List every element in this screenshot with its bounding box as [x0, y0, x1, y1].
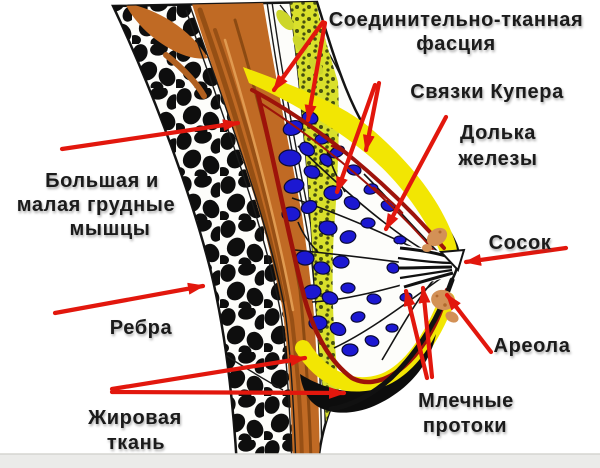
cooper-ligament-dash	[372, 186, 404, 215]
muscle-patch-top	[125, 3, 208, 59]
lobule	[303, 165, 321, 179]
lobule	[340, 282, 356, 294]
lobule	[329, 321, 347, 337]
lobule	[332, 255, 350, 269]
arrow-muscles	[59, 119, 241, 152]
diagram-labels: Соединительно-тканная фасция Связки Купе…	[17, 9, 583, 454]
gland-boundary-inner	[261, 103, 441, 259]
label-muscles-line2: малая грудные	[17, 194, 175, 216]
lobule	[339, 230, 357, 244]
lobule	[350, 311, 366, 323]
lobule	[393, 235, 407, 245]
arrow-ribs	[52, 282, 206, 316]
label-gland-lobule-line1: Долька	[460, 122, 536, 144]
label-areola: Ареола	[494, 335, 571, 357]
lobule	[298, 141, 316, 157]
lobule	[386, 262, 400, 274]
lobule	[278, 149, 302, 167]
muscle-band	[192, 2, 320, 466]
lobule	[341, 343, 359, 357]
lobule	[321, 291, 339, 305]
lobule	[300, 199, 318, 215]
ribs-pattern-region	[113, 4, 294, 466]
label-fascia-line2: фасция	[416, 33, 496, 55]
arrow-fat-2	[109, 386, 347, 399]
lobule	[319, 153, 333, 167]
arrow-nipple	[463, 245, 569, 266]
arrow-fascia-1	[271, 19, 326, 93]
lobule	[283, 178, 305, 194]
areola-spot-upper	[426, 227, 448, 247]
arrow-lobule	[383, 114, 449, 232]
label-milk-ducts-line1: Млечные	[418, 390, 514, 412]
arrow-ducts-2	[418, 285, 435, 380]
lobule	[318, 220, 338, 236]
lobule	[364, 335, 380, 347]
label-gland-lobule-line2: железы	[457, 148, 537, 170]
lobule	[360, 217, 376, 229]
label-fat-line1: Жировая	[87, 407, 182, 429]
arrow-fascia-2	[304, 20, 328, 123]
label-muscles-line1: Большая и	[45, 170, 159, 192]
areola-spot-lower2	[445, 311, 459, 323]
pointer-arrows	[52, 19, 569, 399]
bottom-bar	[0, 454, 600, 468]
label-fat-line2: ткань	[107, 432, 165, 454]
nipple-tip	[438, 248, 466, 272]
label-fascia-line1: Соединительно-тканная	[329, 9, 584, 31]
lobule	[343, 195, 361, 211]
lobule	[385, 323, 399, 333]
label-cooper-ligaments: Связки Купера	[410, 81, 564, 103]
areola-spot-small	[422, 244, 432, 252]
arrow-ducts-1	[403, 288, 430, 381]
arrow-cooper-1	[362, 80, 382, 153]
label-muscles-line3: мышцы	[70, 218, 151, 240]
lobule	[366, 293, 382, 305]
gland-lobules	[278, 111, 413, 357]
label-ribs: Ребра	[110, 317, 173, 339]
arrow-fat-1	[109, 354, 308, 392]
arrow-cooper-2	[334, 82, 378, 195]
lobule	[282, 119, 304, 137]
lobule	[313, 261, 331, 275]
arrow-areola	[444, 292, 494, 355]
label-milk-ducts-line2: протоки	[423, 415, 507, 437]
nipple-shape	[397, 244, 466, 290]
label-nipple: Сосок	[489, 232, 552, 254]
